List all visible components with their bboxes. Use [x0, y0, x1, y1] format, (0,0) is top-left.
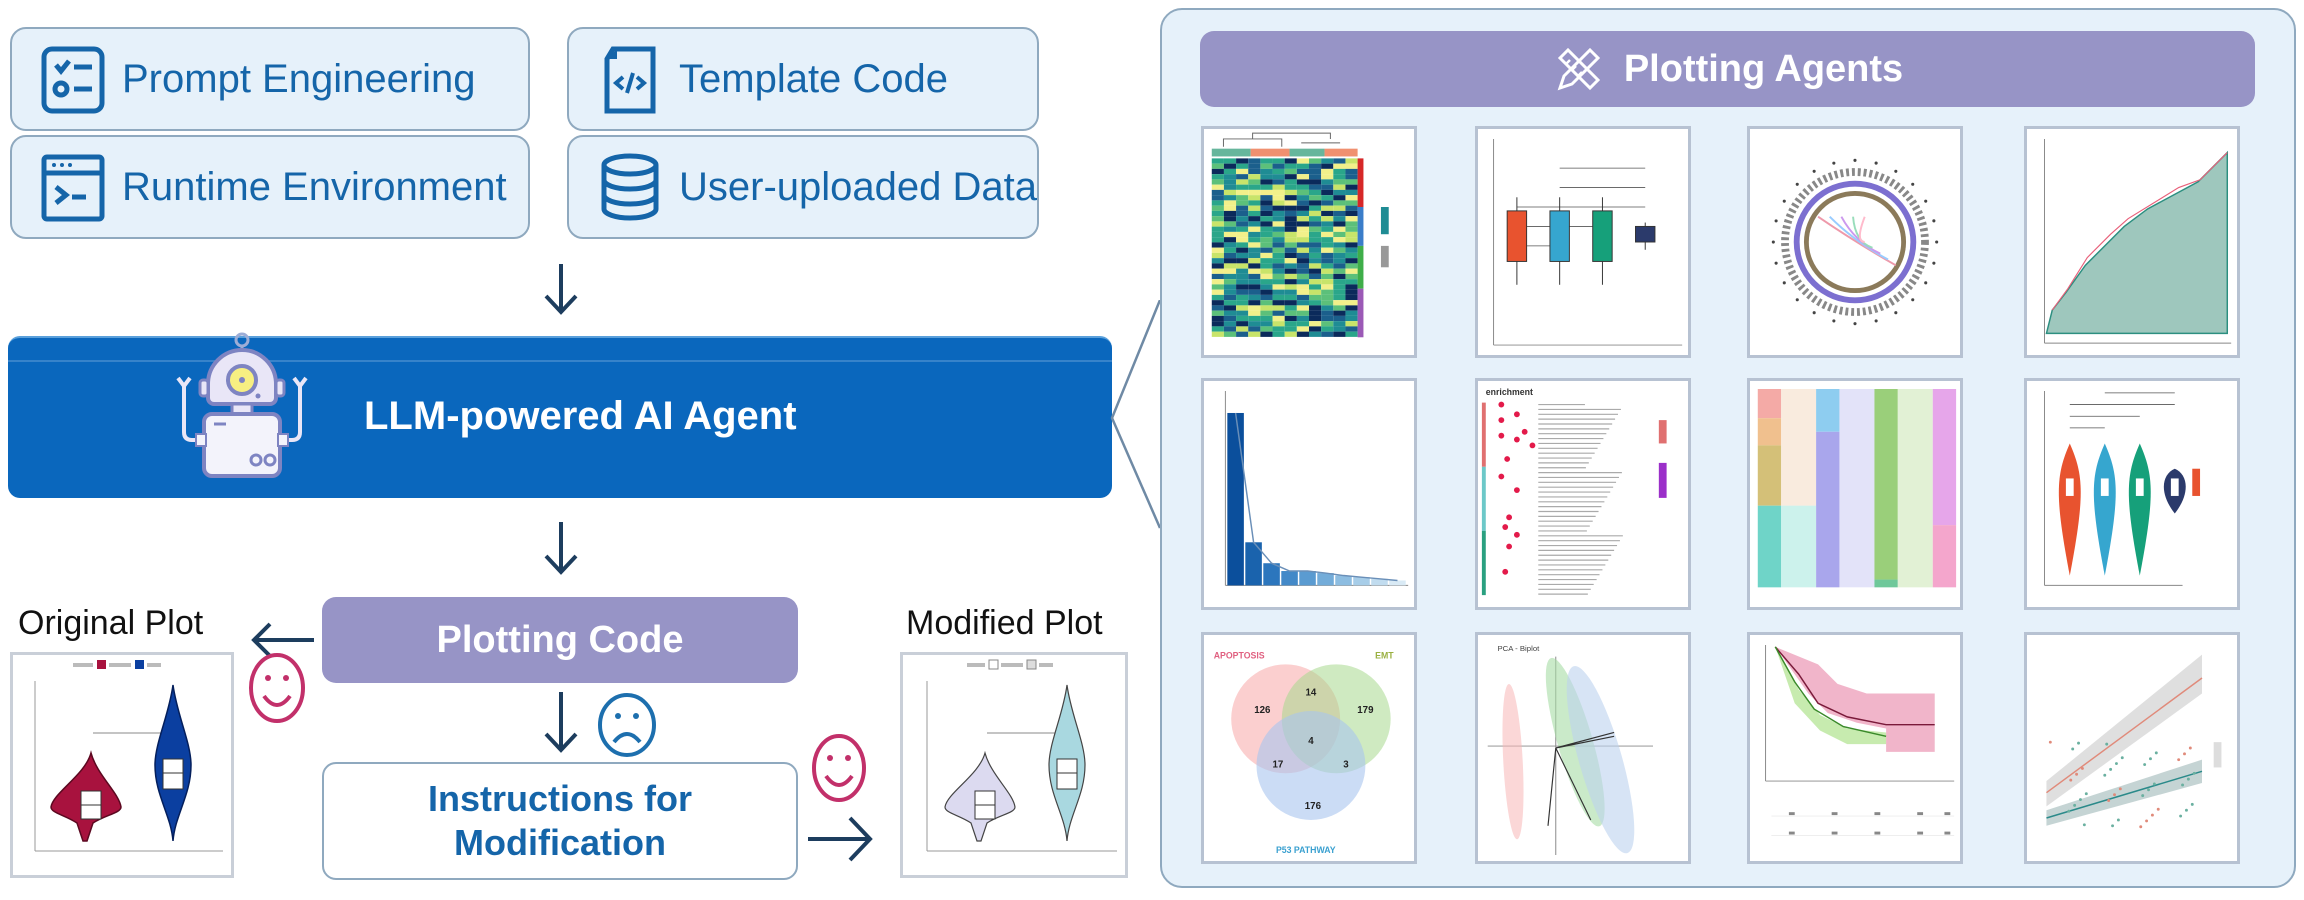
input-card-label: Runtime Environment: [122, 164, 507, 209]
example-plot-roc: [2024, 126, 2240, 358]
arrow-left-icon: [251, 622, 314, 658]
svg-text:176: 176: [1305, 801, 1322, 812]
example-plot-heatmap: [1201, 126, 1417, 358]
checklist-icon: [40, 43, 106, 115]
instructions-line-1: Instructions for: [427, 778, 692, 819]
llm-agent-bar: LLM-powered AI Agent: [8, 332, 1112, 498]
example-plot-enrichment: enrichment: [1475, 378, 1691, 610]
original-plot: [10, 652, 234, 878]
scree-bar: [1335, 575, 1352, 586]
scree-bar: [1245, 542, 1262, 586]
example-plot-circos: [1747, 126, 1963, 358]
input-card-template-code: Template Code: [567, 27, 1039, 131]
code-file-icon: [597, 43, 663, 115]
happy-face-icon: [249, 653, 305, 723]
panel-title: Plotting Agents: [1623, 47, 1904, 90]
arrow-down-icon: [544, 522, 578, 575]
input-card-prompt-engineering: Prompt Engineering: [10, 27, 530, 131]
happy-face-icon: [812, 734, 866, 802]
example-plot-survival: [1747, 632, 1963, 864]
input-card-label: User-uploaded Data: [679, 164, 1037, 209]
svg-text:14: 14: [1306, 688, 1317, 699]
pencil-ruler-icon: [1557, 47, 1600, 91]
example-plot-violin: [2024, 378, 2240, 610]
scree-bar: [1281, 571, 1298, 586]
svg-text:3: 3: [1343, 759, 1349, 770]
arrow-down-icon: [544, 264, 578, 315]
scree-bar: [1263, 563, 1280, 586]
modified-plot-title: Modified Plot: [906, 604, 1103, 642]
svg-text:enrichment: enrichment: [1486, 387, 1533, 397]
agent-label: LLM-powered AI Agent: [364, 394, 797, 438]
plot-legend: [73, 660, 161, 669]
example-plot-pca: PCA - Biplot: [1475, 632, 1691, 864]
scree-bar: [1227, 412, 1244, 586]
arrow-down-icon: [544, 692, 578, 753]
svg-text:APOPTOSIS: APOPTOSIS: [1214, 651, 1265, 661]
modified-plot: [900, 652, 1128, 878]
plot-legend: [967, 659, 1053, 670]
svg-text:17: 17: [1272, 759, 1283, 770]
svg-text:4: 4: [1308, 736, 1314, 747]
scree-bar: [1299, 571, 1316, 586]
input-card-runtime-environment: Runtime Environment: [10, 135, 530, 239]
svg-text:126: 126: [1254, 705, 1271, 716]
example-plot-scree: [1201, 378, 1417, 610]
terminal-window-icon: [40, 151, 106, 223]
robot-icon: [176, 332, 308, 478]
example-plot-venn: APOPTOSIS EMT P53 PATHWAY 126 179 176 14 17 3 4: [1201, 632, 1417, 864]
example-plot-regression: [2024, 632, 2240, 864]
arrow-right-icon: [808, 816, 873, 862]
database-icon: [597, 151, 663, 223]
plotting-agents-header: Plotting Agents: [1200, 31, 2255, 107]
original-plot-title: Original Plot: [18, 604, 204, 642]
scree-bar: [1371, 578, 1388, 586]
svg-text:EMT: EMT: [1375, 651, 1394, 661]
svg-text:P53 PATHWAY: P53 PATHWAY: [1276, 845, 1336, 855]
input-card-label: Template Code: [679, 56, 949, 101]
plotting-code-box: Plotting Code: [322, 597, 798, 683]
scree-bar: [1353, 577, 1370, 586]
instructions-box: Instructions for Modification: [322, 762, 798, 880]
instructions-line-2: Modification: [454, 822, 666, 863]
svg-text:179: 179: [1357, 705, 1374, 716]
scree-bar: [1317, 573, 1334, 586]
example-plot-sankey: [1747, 378, 1963, 610]
scree-bar: [1389, 580, 1406, 586]
example-plot-boxplot: [1475, 126, 1691, 358]
panel-connector: [1110, 300, 1162, 529]
svg-text:PCA - Biplot: PCA - Biplot: [1497, 644, 1540, 653]
sad-face-icon: [598, 693, 656, 757]
input-card-user-uploaded-data: User-uploaded Data: [567, 135, 1039, 239]
input-card-label: Prompt Engineering: [122, 56, 476, 101]
